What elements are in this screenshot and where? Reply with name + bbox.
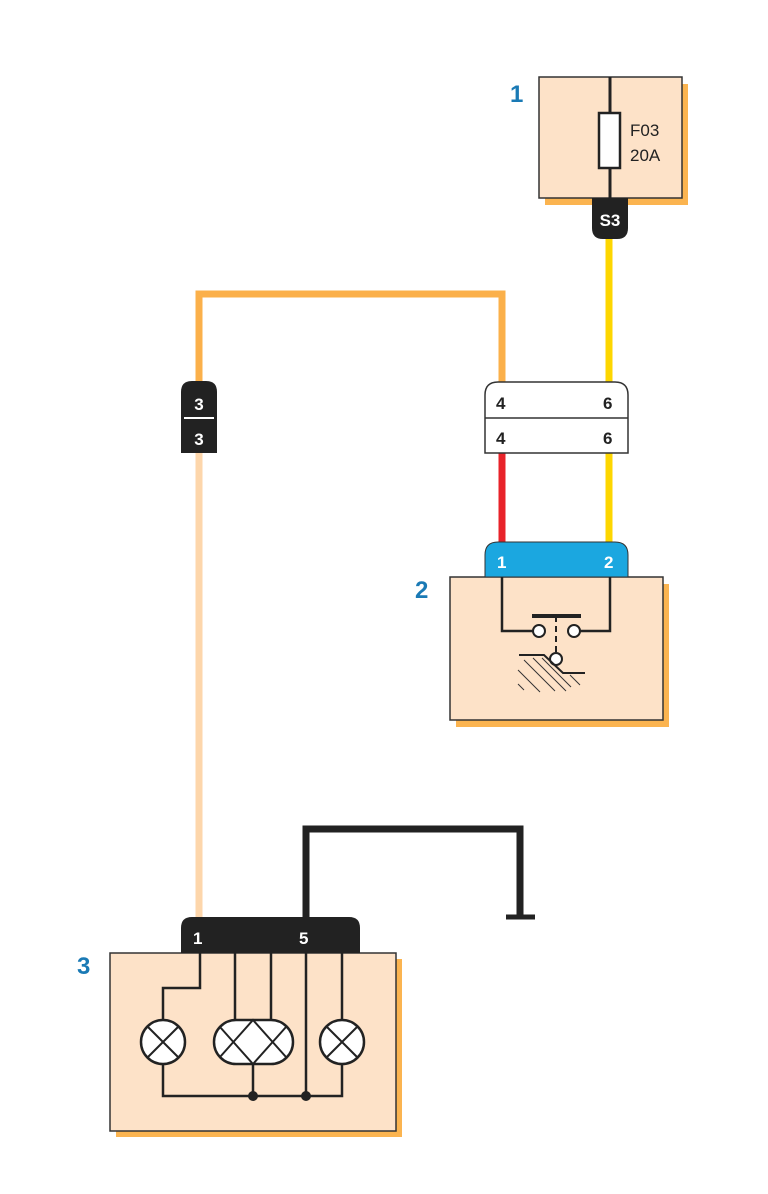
connector-3-top: 3: [194, 395, 203, 414]
switch-wire-left: [500, 577, 533, 633]
wires: [195, 238, 613, 920]
junction-dot-1: [248, 1091, 258, 1101]
lamp-pin-5: 5: [299, 929, 308, 948]
component-3-lamp-unit: 3 1 5: [77, 917, 402, 1137]
lamp-right-icon: [318, 1018, 366, 1066]
junction-dot-2: [301, 1091, 311, 1101]
connector-pin-6-top: 6: [603, 394, 612, 413]
switch-contact-right: [567, 624, 581, 638]
component-2-label: 2: [415, 577, 428, 604]
component-1-label: 1: [510, 81, 523, 108]
component-2-switch: 2 1 2: [415, 541, 669, 727]
lamp-connector: [181, 917, 360, 953]
connector-pin-4-top: 4: [496, 394, 506, 413]
lamp-left-icon: [139, 1018, 187, 1066]
connector-s3: [592, 198, 628, 239]
inline-connector-3-3: 3 3: [181, 381, 217, 453]
switch-box-body: [449, 576, 664, 721]
switch-connector: [484, 541, 629, 578]
switch-contact-left: [532, 624, 546, 638]
component-1-fuse-box: 1 F03 20A S3: [510, 76, 688, 239]
inline-connector-4-6: 4 6 4 6: [484, 381, 629, 454]
connector-pin-6-bottom: 6: [603, 429, 612, 448]
connector-pin-4-bottom: 4: [496, 429, 506, 448]
fuse-icon: [597, 111, 622, 170]
component-3-label: 3: [77, 953, 90, 980]
switch-wire-right: [580, 577, 612, 633]
fuse-rating: 20A: [630, 146, 661, 165]
connector-3-bottom: 3: [194, 430, 203, 449]
switch-cam-surface: [519, 654, 585, 674]
switch-pin-1: 1: [497, 553, 506, 572]
fuse-name: F03: [630, 121, 659, 140]
lamp-pin-1: 1: [193, 929, 202, 948]
switch-pin-2: 2: [604, 553, 613, 572]
wire-black-ground: [302, 825, 524, 918]
lamp-center-double-icon: [212, 1018, 295, 1066]
switch-hatching: [517, 657, 581, 693]
wire-orange: [195, 290, 506, 385]
connector-s3-label: S3: [600, 211, 621, 230]
